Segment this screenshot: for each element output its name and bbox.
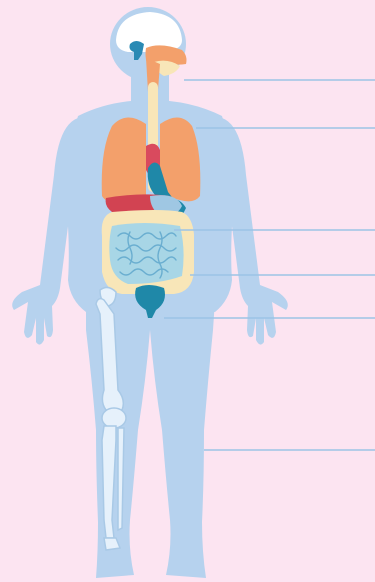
- leg-right: [150, 300, 215, 578]
- knee: [102, 408, 126, 428]
- small-intestine: [109, 223, 183, 284]
